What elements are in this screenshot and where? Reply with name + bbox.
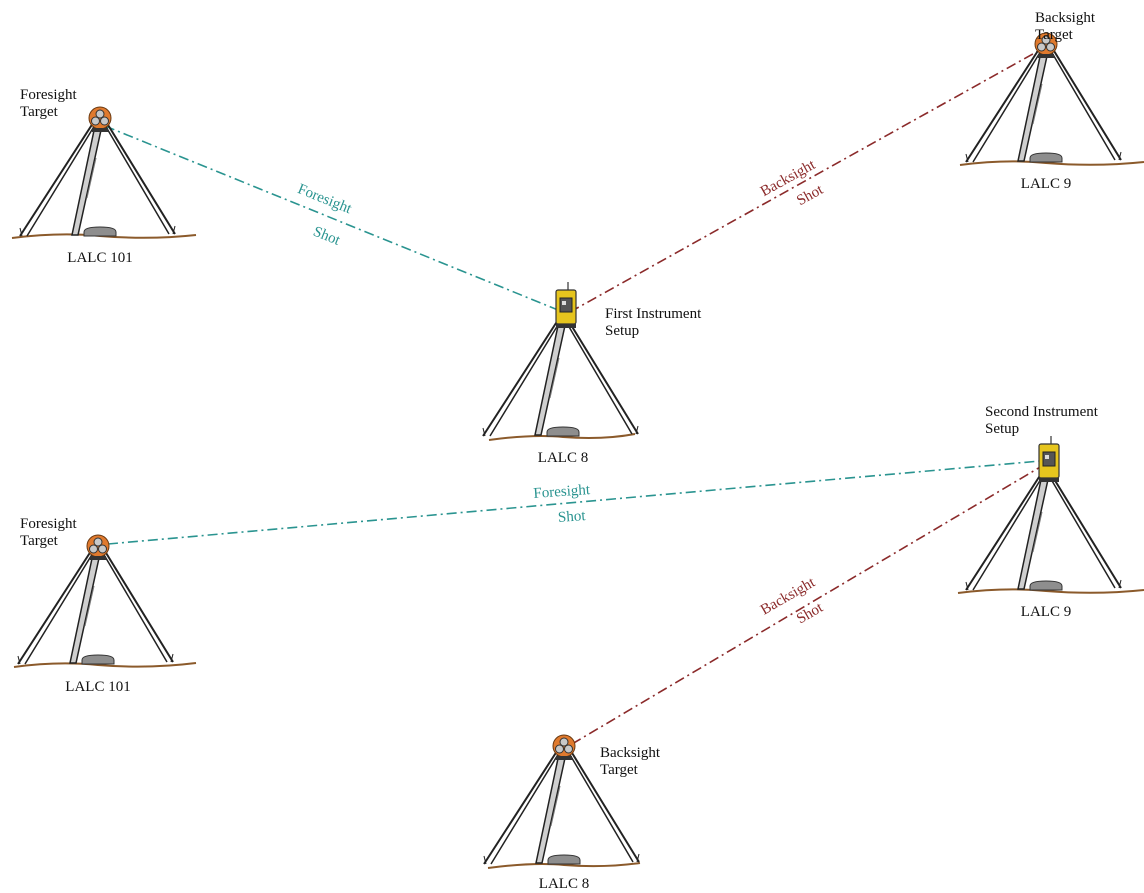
- top-backsight-shot-line: [569, 49, 1041, 313]
- survey-monument-icon: [1029, 580, 1063, 591]
- top-foresight-target-label-2: Target: [20, 104, 59, 120]
- bottom-foresight-station: [13, 534, 197, 668]
- bottom-backsight-station-label: LALC 8: [539, 876, 589, 892]
- top-instrument-station: [482, 281, 639, 441]
- top-backsight-target-label-1: Backsight: [1035, 10, 1096, 26]
- bottom-foresight-shot-label-2: Shot: [557, 508, 586, 526]
- top-foresight-shot-label-2: Shot: [311, 224, 343, 249]
- bottom-foresight-shot-line: [107, 460, 1041, 545]
- bottom-backsight-shot-label-2: Shot: [794, 599, 827, 627]
- top-instrument-station-label: LALC 8: [538, 450, 588, 466]
- survey-monument-icon: [83, 226, 117, 237]
- tripod-icon: [965, 45, 1122, 163]
- ground-line: [487, 862, 641, 869]
- survey-monument-icon: [1029, 152, 1063, 163]
- bottom-foresight-target-label-1: Foresight: [20, 516, 78, 532]
- top-foresight-shot-label-1: Foresight: [295, 181, 354, 217]
- bottom-backsight-target-label-2: Target: [600, 762, 639, 778]
- survey-monument-icon: [546, 426, 580, 437]
- total-station-icon: [555, 281, 577, 329]
- top-foresight-station-label: LALC 101: [67, 250, 132, 266]
- tripod-icon: [17, 547, 174, 665]
- top-backsight-station-label: LALC 9: [1021, 176, 1071, 192]
- bottom-backsight-station: [483, 734, 641, 869]
- bottom-instrument-station-label: LALC 9: [1021, 604, 1071, 620]
- top-backsight-target-label-2: Target: [1035, 27, 1074, 43]
- top-backsight-station: [959, 32, 1144, 166]
- tripod-icon: [965, 473, 1122, 591]
- total-station-icon: [1038, 435, 1060, 483]
- bottom-foresight-station-label: LALC 101: [65, 679, 130, 695]
- bottom-instrument-label-1: Second Instrument: [985, 404, 1099, 420]
- bottom-foresight-shot-label-1: Foresight: [533, 482, 591, 502]
- bottom-foresight-target-label-2: Target: [20, 533, 59, 549]
- top-backsight-shot-label-2: Shot: [794, 181, 827, 209]
- prism-target-icon: [88, 106, 112, 133]
- top-instrument-label-2: Setup: [605, 323, 639, 339]
- top-instrument-label-1: First Instrument: [605, 306, 702, 322]
- bottom-instrument-label-2: Setup: [985, 421, 1019, 437]
- prism-target-icon: [552, 734, 576, 761]
- top-foresight-station: [11, 106, 197, 239]
- bottom-instrument-station: [957, 435, 1144, 594]
- tripod-icon: [19, 119, 176, 237]
- ground-line: [959, 160, 1144, 166]
- ground-line: [13, 662, 197, 668]
- bottom-backsight-shot-line: [571, 465, 1043, 745]
- top-foresight-target-label-1: Foresight: [20, 87, 78, 103]
- ground-line: [957, 588, 1144, 594]
- survey-monument-icon: [547, 854, 581, 865]
- top-foresight-shot-line: [104, 125, 564, 313]
- survey-monument-icon: [81, 654, 115, 665]
- prism-target-icon: [86, 534, 110, 561]
- ground-line: [488, 433, 636, 441]
- bottom-backsight-target-label-1: Backsight: [600, 745, 661, 761]
